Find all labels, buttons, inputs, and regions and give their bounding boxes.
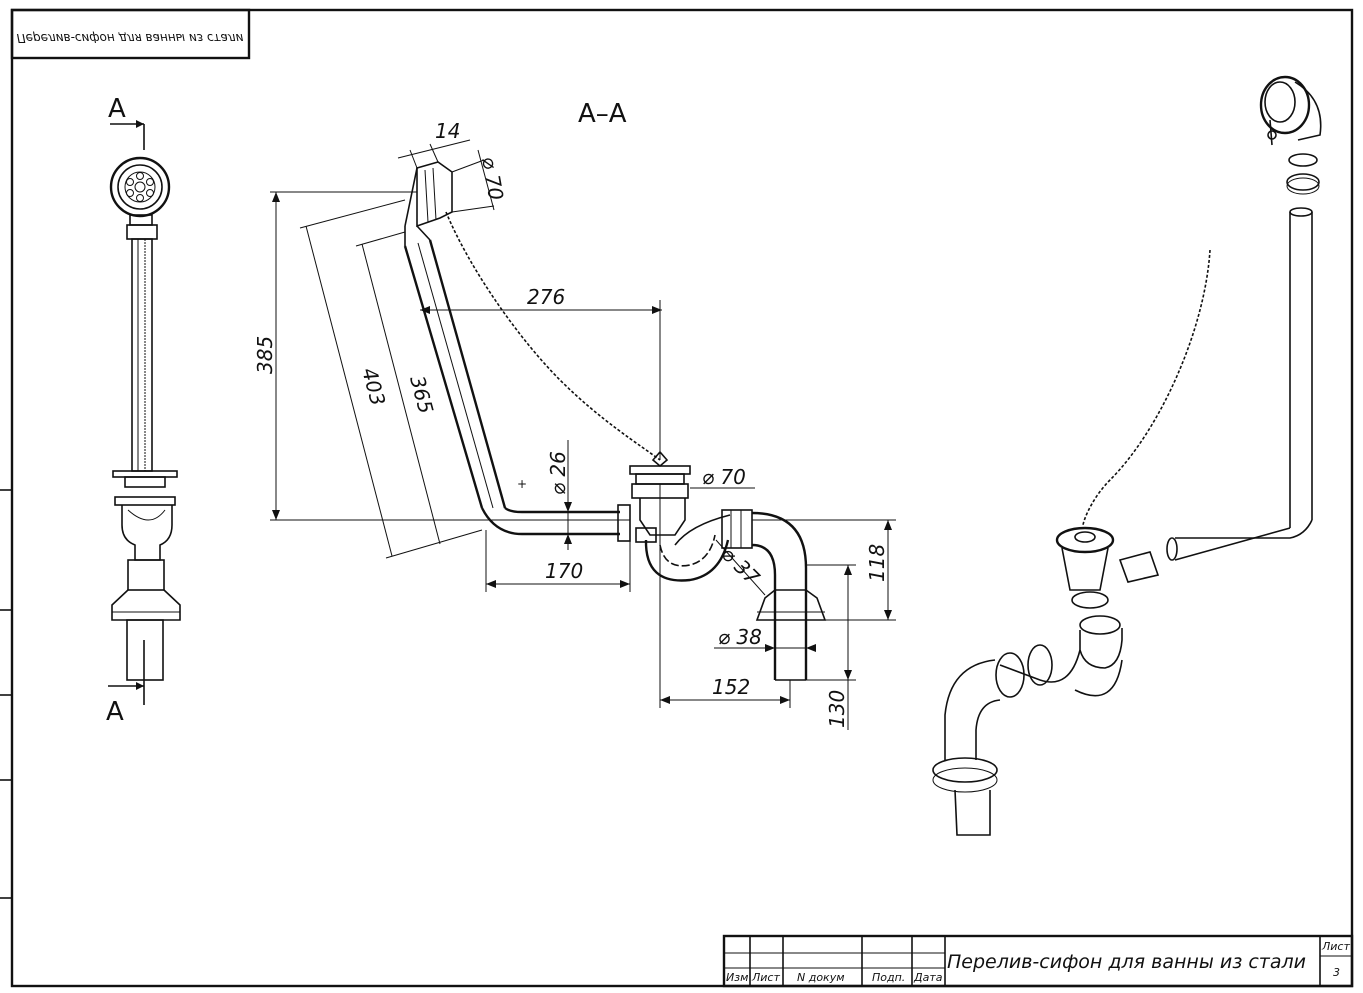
dim-403: 403 bbox=[357, 365, 390, 408]
dim-118: 118 bbox=[865, 544, 889, 582]
dim-130: 130 bbox=[825, 690, 849, 728]
dim-14: 14 bbox=[435, 119, 460, 143]
stamp-list: Лист bbox=[751, 971, 780, 984]
dimension-lines: 14 ⌀ 70 276 385 403 365 ⌀ 26 + bbox=[253, 119, 896, 730]
corner-stamp: Перелив-сифон для ванны из стали bbox=[10, 8, 251, 60]
title-block: Изм Лист N докум Подп. Дата Перелив-сифо… bbox=[722, 934, 1354, 988]
stamp-izm: Изм bbox=[726, 971, 748, 984]
dim-d38: ⌀ 38 bbox=[718, 625, 762, 649]
sheet-frame bbox=[10, 8, 1354, 988]
drawing-title: Перелив-сифон для ванны из стали bbox=[947, 951, 1306, 973]
section-view bbox=[403, 161, 827, 681]
dim-276: 276 bbox=[527, 285, 565, 309]
dim-d26: ⌀ 26 bbox=[546, 451, 570, 495]
sheet-number: 3 bbox=[1333, 966, 1340, 979]
corner-stamp-text: Перелив-сифон для ванны из стали bbox=[17, 31, 244, 45]
dim-d70-top: ⌀ 70 bbox=[477, 155, 508, 202]
stamp-n-dokum: N докум bbox=[797, 971, 845, 984]
isometric-view bbox=[932, 75, 1322, 836]
dim-365: 365 bbox=[405, 373, 438, 416]
stamp-podp: Подп. bbox=[872, 971, 905, 984]
front-view: A A bbox=[106, 94, 181, 727]
dim-385: 385 bbox=[253, 336, 277, 374]
dim-d70-mid: ⌀ 70 bbox=[702, 465, 746, 489]
svg-text:+: + bbox=[517, 477, 527, 491]
sheet-label: Лист bbox=[1321, 940, 1350, 953]
stamp-data: Дата bbox=[913, 971, 943, 984]
dim-152: 152 bbox=[712, 675, 750, 699]
dim-170: 170 bbox=[545, 559, 583, 583]
section-letter-top: A bbox=[108, 94, 126, 124]
section-title: A–A bbox=[578, 99, 627, 129]
section-letter-bottom: A bbox=[106, 697, 124, 727]
